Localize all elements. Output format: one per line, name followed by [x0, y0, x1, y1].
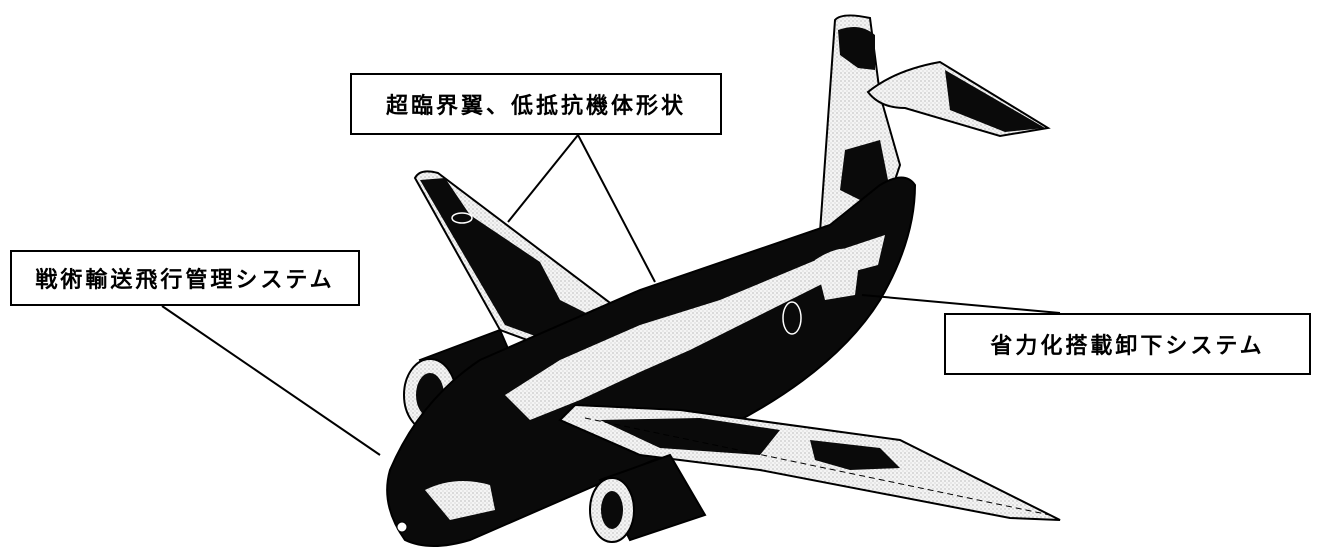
callout-cargo-handling-system: 省力化搭載卸下システム [944, 313, 1311, 375]
leader-cargo-handling [861, 294, 1061, 314]
vertical-tail-dark-pattern [838, 26, 888, 201]
leader-flight-management [161, 305, 381, 456]
callout-supercritical-wing: 超臨界翼、低抵抗機体形状 [350, 73, 722, 135]
fuselage-light-pattern [505, 235, 885, 420]
near-engine-inboard [589, 453, 707, 543]
fuselage-light-patch-nose [425, 481, 495, 520]
aircraft-illustration [386, 14, 1061, 547]
nose-tip [396, 521, 408, 533]
far-wing-dark-pattern [420, 178, 600, 345]
callout-flight-management-system: 戦術輸送飛行管理システム [10, 250, 360, 306]
far-wing-marking [451, 212, 473, 224]
fuselage-light-patch-aft [815, 248, 860, 300]
stabilizer-dark-pattern [945, 70, 1045, 132]
cargo-door-outline [782, 301, 802, 335]
leader-wing-fuselage [577, 134, 656, 283]
leader-lines [161, 134, 1061, 456]
leader-wing-far [507, 134, 579, 223]
near-wing-dark-pattern [600, 418, 900, 470]
